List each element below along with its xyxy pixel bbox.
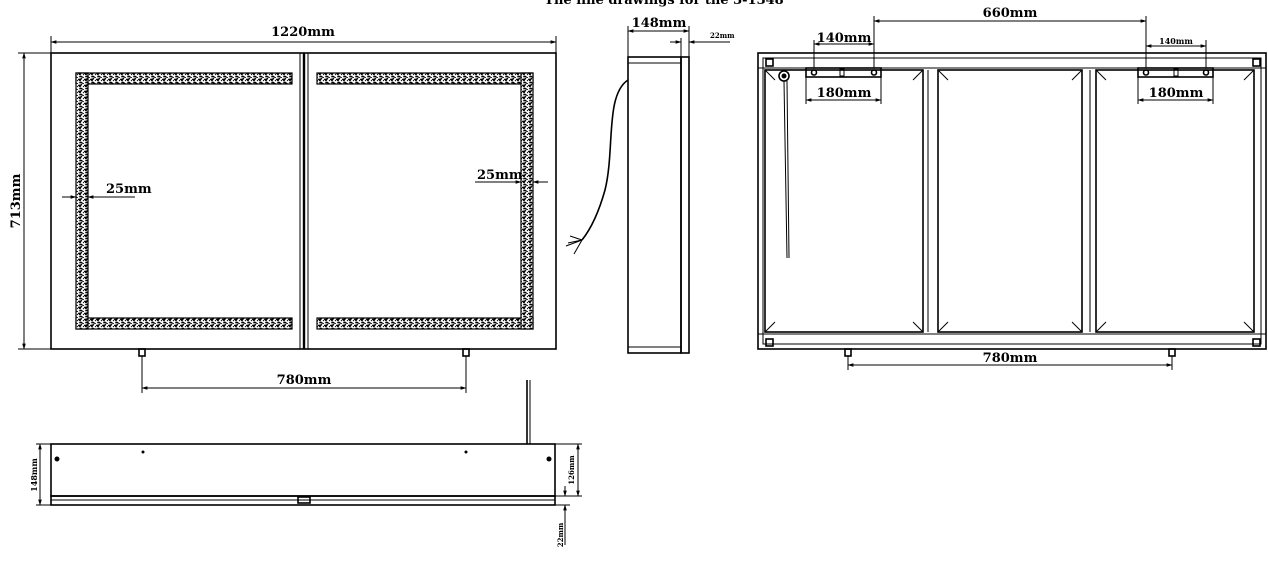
side-view: 148mm 22mm: [565, 16, 735, 354]
back-top-span-label: 660mm: [983, 6, 1038, 21]
power-cable: [581, 79, 629, 241]
back-outer-frame: [757, 52, 1267, 350]
left-led-strip: [75, 72, 293, 330]
front-view: 1220mm 713mm 25mm 25mm 780mm: [9, 25, 557, 393]
back-compartment-center: [937, 69, 1083, 333]
top-view: 148mm 126mm 22mm: [29, 380, 582, 547]
back-bracket-spacing-label: 780mm: [983, 351, 1038, 366]
side-door-label: 22mm: [710, 31, 735, 40]
back-left-slot-bottom-label: 180mm: [817, 86, 872, 101]
front-width-label: 1220mm: [271, 25, 335, 40]
back-right-slot-top-label: 140mm: [1159, 36, 1193, 46]
back-left-slot-top-label: 140mm: [817, 31, 872, 46]
right-led-strip: [316, 72, 534, 330]
back-right-slot-bottom-label: 180mm: [1149, 86, 1204, 101]
mount-plate-left: [805, 67, 882, 78]
front-bracket-left: [138, 348, 146, 357]
top-depth-label: 148mm: [29, 458, 39, 492]
back-view: 660mm 140mm 180mm 140mm 180mm 780mm: [757, 6, 1267, 370]
drawing-title: The line drawings for the 3-1348: [544, 0, 783, 8]
side-door: [680, 56, 690, 354]
top-body-label: 126mm: [567, 455, 576, 485]
led-left-gap-label: 25mm: [106, 182, 152, 197]
top-body: [50, 443, 556, 497]
led-right-gap-label: 25mm: [477, 168, 523, 183]
side-depth-label: 148mm: [632, 16, 687, 31]
side-body: [627, 56, 682, 354]
front-height-label: 713mm: [9, 173, 24, 228]
back-cable: [783, 80, 788, 259]
top-door-label: 22mm: [556, 522, 565, 547]
back-compartment-right: [1095, 69, 1255, 333]
front-bracket-spacing-label: 780mm: [277, 373, 332, 388]
mount-plate-right: [1137, 67, 1214, 78]
front-bracket-right: [462, 348, 470, 357]
